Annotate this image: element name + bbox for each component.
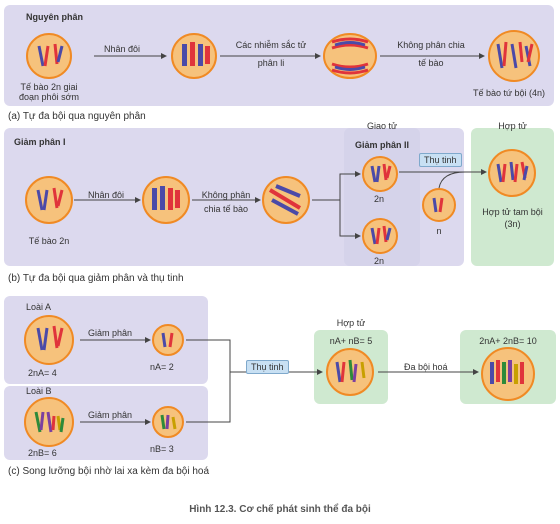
- panel-c-species-b: Loài B: [26, 386, 52, 396]
- panel-b-step1: Nhân đôi: [88, 190, 125, 200]
- cell-b-gamete-n: [422, 188, 456, 222]
- panel-a-step3-1: Không phân chia: [397, 40, 465, 50]
- panel-a-step1: Nhân đôi: [104, 44, 141, 54]
- panel-b-meiosis2-header: Giảm phân II: [354, 140, 409, 150]
- panel-b-gamete-header: Giao tử: [366, 121, 398, 131]
- cell-a-anaphase: [323, 33, 377, 79]
- panel-a-start-label-2: đoạn phôi sớm: [19, 92, 79, 102]
- cell-c-gamete-b: [152, 406, 184, 438]
- cell-a-duplicated: [171, 33, 217, 79]
- panel-c-meiosis-b: Giảm phân: [88, 410, 133, 420]
- cell-c-species-a: [24, 315, 74, 365]
- panel-b-fertilization-tag: Thụ tinh: [419, 153, 462, 167]
- panel-b-start-label: Tế bào 2n: [28, 236, 70, 246]
- panel-b-step2-1: Không phân: [201, 190, 251, 200]
- panel-b-step2-2: chia tế bào: [203, 204, 249, 214]
- panel-b-gamete-2n-top: 2n: [373, 194, 384, 204]
- panel-b-zygote-label-2: (3n): [504, 219, 521, 229]
- cell-c-gamete-a: [152, 324, 184, 356]
- panel-b-gamete-2n-bottom: 2n: [373, 256, 384, 266]
- panel-a-step2-2: phân li: [257, 58, 285, 68]
- panel-c-result-formula: 2nA+ 2nB= 10: [479, 336, 537, 346]
- panel-a-title: Nguyên phân: [26, 12, 84, 22]
- panel-c-species-b-2n: 2nB= 6: [28, 448, 57, 458]
- panel-c-species-a-n: nA= 2: [150, 362, 174, 372]
- panel-b-zygote-label-1: Hợp tử tam bội: [482, 207, 543, 217]
- cell-a-start: [26, 33, 72, 79]
- panel-a-step2-1: Các nhiễm sắc tử: [235, 40, 307, 50]
- panel-b-zygote-header: Hợp tử: [498, 121, 527, 131]
- panel-a-caption: (a) Tự đa bội qua nguyên phân: [8, 111, 146, 122]
- cell-b-start: [25, 176, 73, 224]
- cell-b-gamete-bottom: [362, 218, 398, 254]
- cell-b-duplicated: [142, 176, 190, 224]
- panel-c-polyploidize: Đa bội hoá: [404, 362, 448, 372]
- panel-c-caption: (c) Song lưỡng bội nhờ lai xa kèm đa bội…: [8, 466, 210, 477]
- panel-a-end-label: Tế bào tứ bội (4n): [472, 88, 546, 98]
- panel-c-zygote-formula: nA+ nB= 5: [329, 336, 373, 346]
- cell-b-triploid-zygote: [488, 149, 536, 197]
- panel-c-zygote-header: Hợp tử: [336, 318, 366, 328]
- panel-a-step3-2: tế bào: [418, 58, 444, 68]
- cell-a-tetraploid: [488, 30, 540, 82]
- cell-c-allopolyploid: [481, 347, 535, 401]
- figure-caption: Hình 12.3. Cơ chế phát sinh thể đa bội: [189, 504, 371, 515]
- cell-b-metaphase: [262, 176, 310, 224]
- panel-c-meiosis-a: Giảm phân: [88, 328, 133, 338]
- panel-a-start-label-1: Tế bào 2n giai: [20, 82, 78, 92]
- cell-c-species-b: [24, 397, 74, 447]
- panel-c-fertilization-tag: Thụ tinh: [246, 360, 289, 374]
- panel-c-species-a-2n: 2nA= 4: [28, 368, 57, 378]
- cell-c-hybrid-zygote: [326, 348, 374, 396]
- panel-c-species-a: Loài A: [26, 302, 52, 312]
- panel-b-gamete-n: n: [436, 226, 442, 236]
- panel-c-species-b-n: nB= 3: [150, 444, 174, 454]
- panel-b-caption: (b) Tự đa bội qua giảm phân và thụ tinh: [8, 273, 184, 284]
- cell-b-gamete-top: [362, 156, 398, 192]
- panel-b-title: Giảm phân I: [14, 137, 66, 147]
